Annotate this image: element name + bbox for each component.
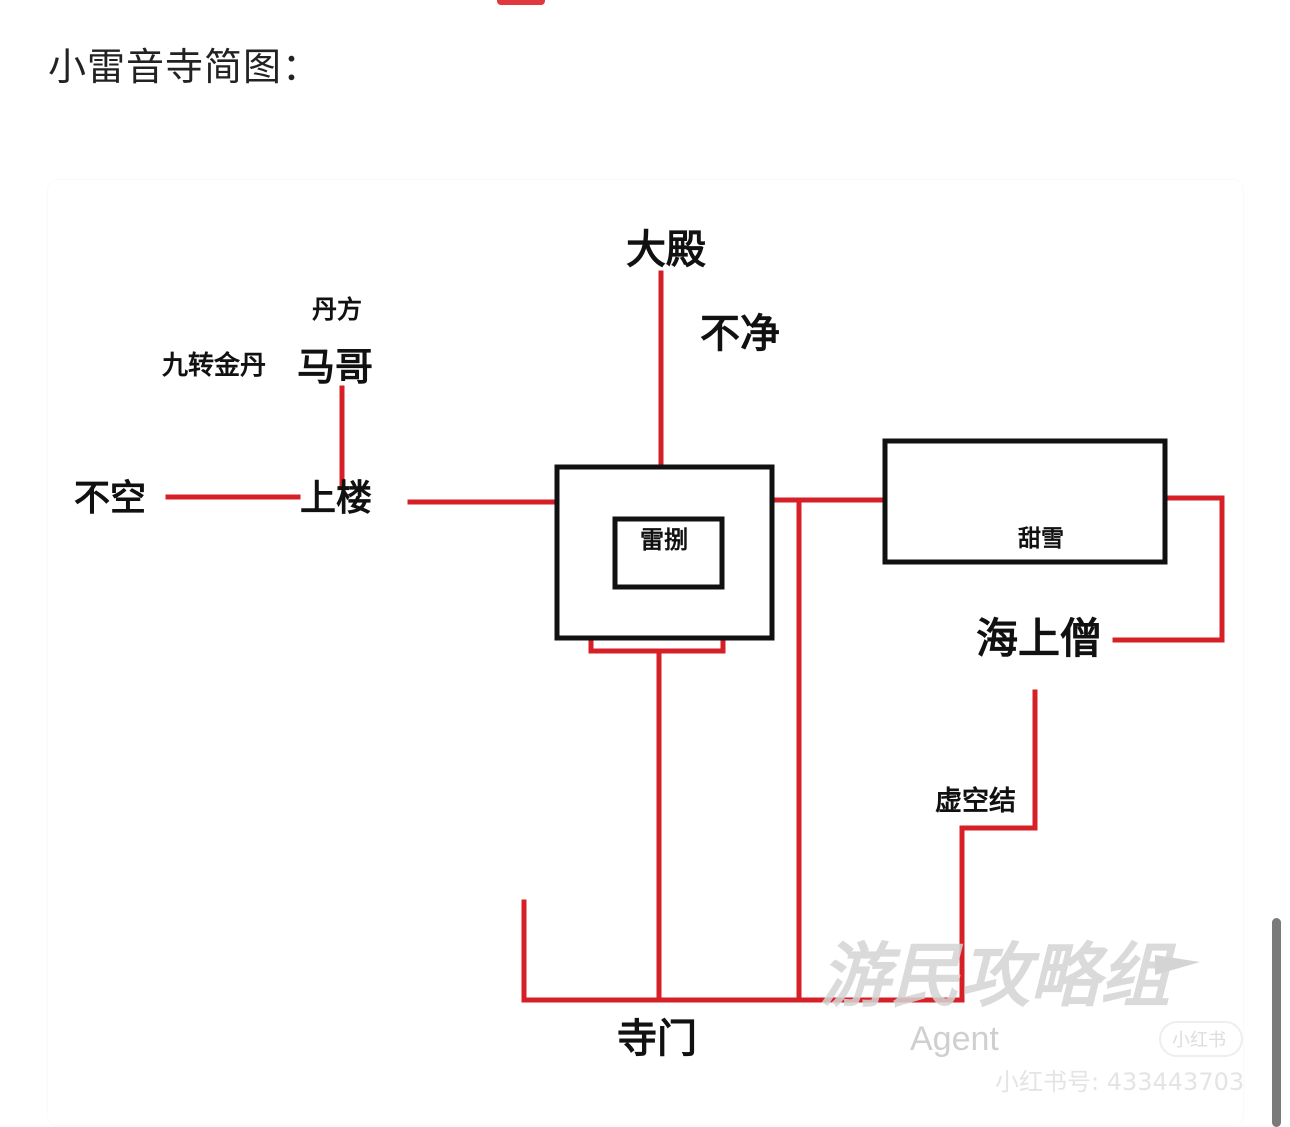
path-tianxue-haishangseng [1112, 495, 1225, 643]
watermark-account: 小红书号: 433443703 [995, 1068, 1244, 1096]
label-bukong: 不空 [74, 477, 146, 519]
label-simen: 寺门 [617, 1015, 697, 1062]
label-xukongjie: 虚空结 [935, 785, 1016, 817]
watermark-arrow-icon [1155, 955, 1200, 975]
label-haishangseng: 海上僧 [976, 614, 1102, 663]
page-title: 小雷音寺简图： [48, 45, 322, 89]
label-jiuzhuan-jindan: 九转金丹 [161, 350, 266, 381]
active-tab-indicator [497, 0, 545, 5]
label-mage: 马哥 [297, 344, 373, 389]
watermark-brand: 游民攻略组 [820, 935, 1177, 1017]
platform-pill [1159, 1021, 1243, 1057]
label-danfang: 丹方 [312, 295, 362, 324]
tianxue-room [882, 438, 1168, 565]
label-dadian: 大殿 [626, 226, 706, 273]
rooms [554, 438, 1168, 641]
leibeng-room [612, 516, 725, 590]
label-bujing: 不净 [700, 310, 780, 357]
labels: 不空 上楼 马哥 九转金丹 丹方 大殿 不净 雷捌 甜雪 海上僧 虚空结 寺门 [74, 226, 1102, 1062]
label-shanglou: 上楼 [300, 477, 372, 519]
label-tianxue: 甜雪 [1018, 525, 1064, 552]
watermark-agent: Agent [910, 1020, 999, 1058]
main-hall-room [554, 464, 775, 641]
path-xukongjie [959, 689, 1038, 1003]
watermark-platform: 小红书 [1172, 1030, 1226, 1051]
scrollbar[interactable] [1272, 918, 1281, 1127]
path-bottom [521, 899, 965, 1003]
watermark: 游民攻略组 Agent 小红书 小红书号: 433443703 [820, 935, 1244, 1096]
paths [165, 270, 1225, 1003]
label-leibeng: 雷捌 [640, 525, 688, 554]
